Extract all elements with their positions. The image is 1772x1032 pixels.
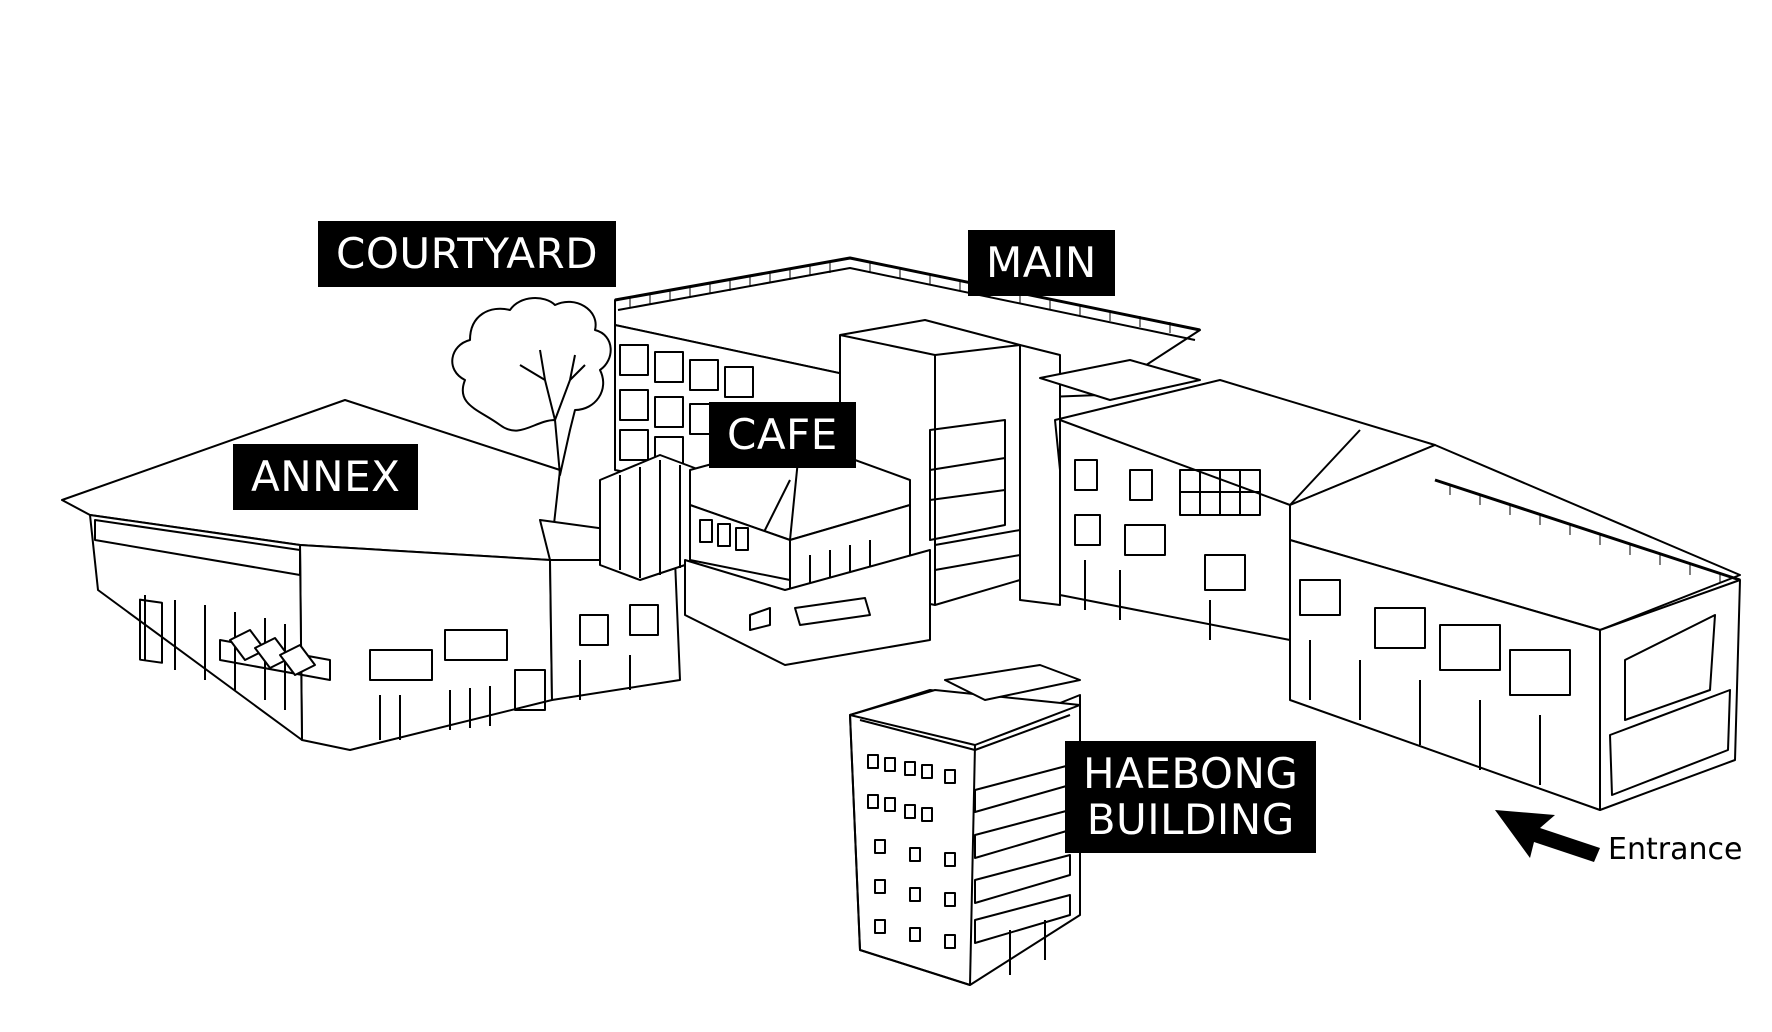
cafe-building <box>599 439 931 666</box>
arrow-up-left-icon <box>1495 810 1600 862</box>
haebong-building-label: HAEBONG BUILDING <box>1065 741 1317 854</box>
annex-label: ANNEX <box>233 444 419 511</box>
main-label: MAIN <box>968 230 1115 297</box>
entrance-label: Entrance <box>1608 832 1743 867</box>
haebong-building-illustration <box>849 664 1081 986</box>
cafe-label: CAFE <box>709 402 856 469</box>
annex-building <box>61 399 681 751</box>
east-wing-building <box>1054 379 1741 811</box>
courtyard-tree <box>451 297 612 476</box>
courtyard-label: COURTYARD <box>318 221 617 288</box>
haebong-label-line2: BUILDING <box>1086 795 1295 845</box>
haebong-label-line1: HAEBONG <box>1083 749 1299 798</box>
